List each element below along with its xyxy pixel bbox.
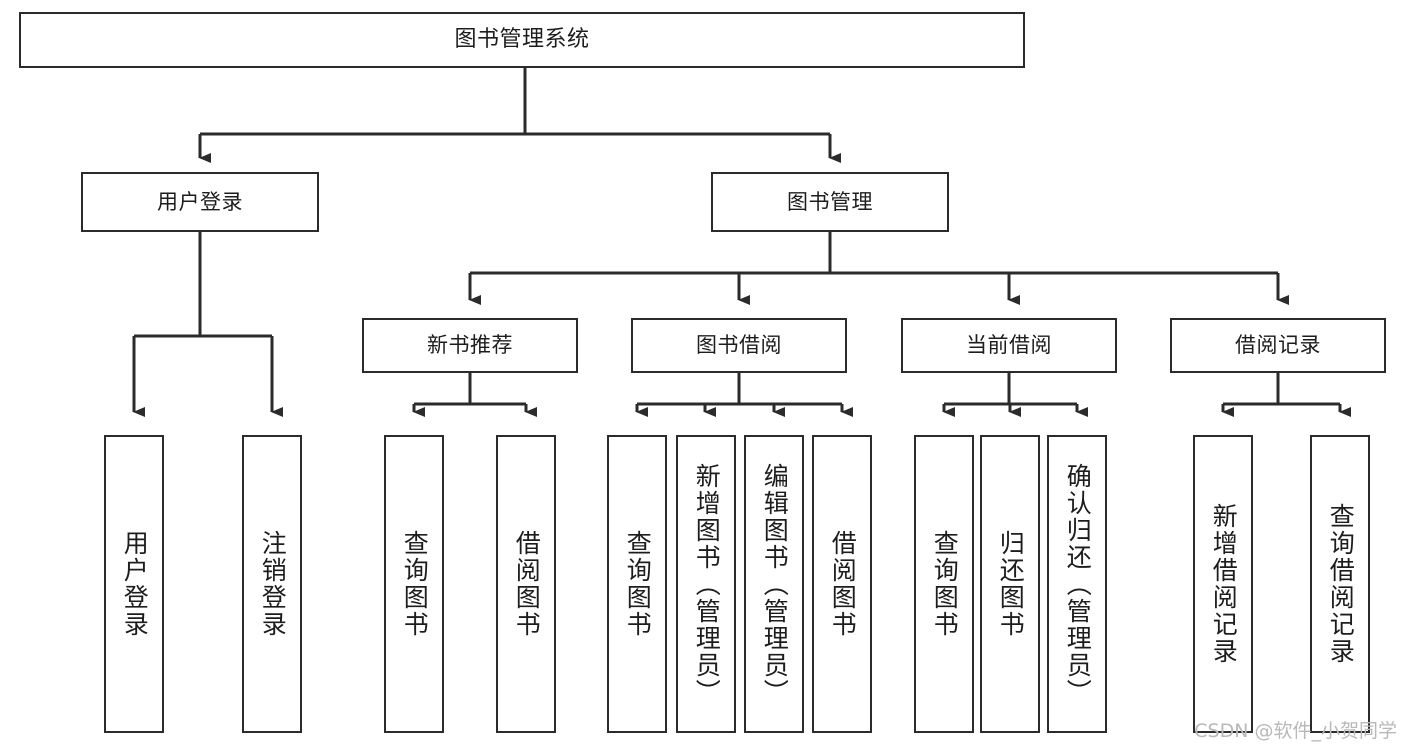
node-leaf-return-book-label: 归还图书 <box>996 530 1026 638</box>
node-leaf-confirm-return-admin-label: 确认归还（管理员） <box>1063 462 1093 706</box>
node-user-login[interactable]: 用户登录 <box>81 172 319 232</box>
node-leaf-edit-book-admin-label: 编辑图书（管理员） <box>760 462 790 706</box>
node-current-borrow[interactable]: 当前借阅 <box>901 318 1117 373</box>
csdn-watermark: CSDN @软件_小贺同学 <box>1194 720 1397 742</box>
node-new-book-recommend[interactable]: 新书推荐 <box>362 318 578 373</box>
node-leaf-add-borrow-record-label: 新增借阅记录 <box>1209 503 1239 665</box>
node-current-borrow-label: 当前借阅 <box>966 333 1052 358</box>
node-leaf-query-book-2-label: 查询图书 <box>623 530 653 638</box>
node-book-management-label: 图书管理 <box>787 189 873 214</box>
node-leaf-query-book-1[interactable]: 查询图书 <box>384 435 444 733</box>
node-leaf-user-login[interactable]: 用户登录 <box>104 435 164 733</box>
node-leaf-query-book-3-label: 查询图书 <box>930 530 960 638</box>
node-leaf-borrow-book-1-label: 借阅图书 <box>512 530 542 638</box>
node-leaf-query-book-3[interactable]: 查询图书 <box>914 435 974 733</box>
node-leaf-logout-login[interactable]: 注销登录 <box>242 435 302 733</box>
node-leaf-borrow-book-2[interactable]: 借阅图书 <box>812 435 872 733</box>
node-leaf-return-book[interactable]: 归还图书 <box>980 435 1040 733</box>
node-leaf-confirm-return-admin[interactable]: 确认归还（管理员） <box>1047 435 1107 733</box>
node-leaf-user-login-label: 用户登录 <box>120 530 150 638</box>
node-user-login-label: 用户登录 <box>157 189 243 214</box>
node-leaf-edit-book-admin[interactable]: 编辑图书（管理员） <box>744 435 804 733</box>
node-leaf-query-borrow-record-label: 查询借阅记录 <box>1326 503 1356 665</box>
node-book-management[interactable]: 图书管理 <box>711 172 949 232</box>
node-leaf-query-book-1-label: 查询图书 <box>400 530 430 638</box>
node-leaf-add-book-admin-label: 新增图书（管理员） <box>692 462 722 706</box>
node-leaf-logout-login-label: 注销登录 <box>258 530 288 638</box>
node-root[interactable]: 图书管理系统 <box>19 12 1025 68</box>
node-leaf-add-borrow-record[interactable]: 新增借阅记录 <box>1193 435 1253 733</box>
node-leaf-borrow-book-1[interactable]: 借阅图书 <box>496 435 556 733</box>
node-new-book-recommend-label: 新书推荐 <box>427 333 513 358</box>
node-root-label: 图书管理系统 <box>454 27 590 53</box>
node-leaf-query-borrow-record[interactable]: 查询借阅记录 <box>1310 435 1370 733</box>
node-borrow-record[interactable]: 借阅记录 <box>1170 318 1386 373</box>
node-book-borrow-label: 图书借阅 <box>696 333 782 358</box>
node-book-borrow[interactable]: 图书借阅 <box>631 318 847 373</box>
node-leaf-query-book-2[interactable]: 查询图书 <box>607 435 667 733</box>
node-leaf-add-book-admin[interactable]: 新增图书（管理员） <box>676 435 736 733</box>
node-borrow-record-label: 借阅记录 <box>1235 333 1321 358</box>
node-leaf-borrow-book-2-label: 借阅图书 <box>828 530 858 638</box>
